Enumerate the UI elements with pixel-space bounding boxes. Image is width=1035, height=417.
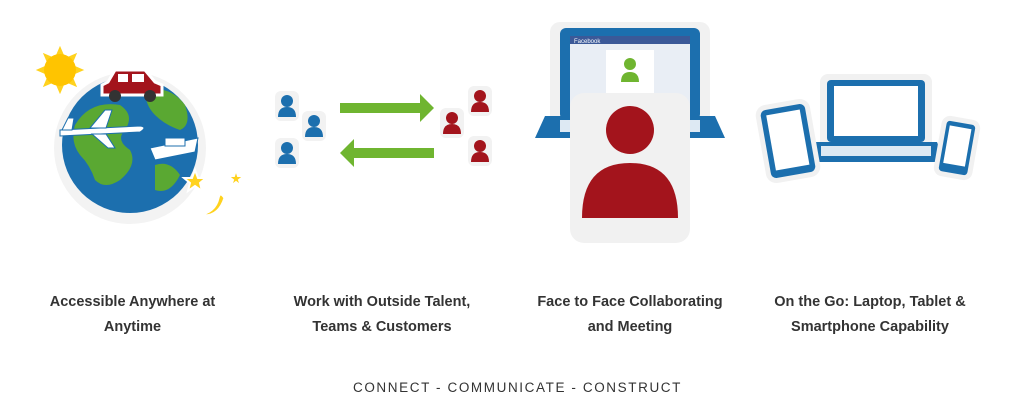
feature-face-to-face: Facebook Face to Face Collaborating and … — [520, 0, 740, 345]
sun-icon — [28, 38, 92, 102]
feature-on-the-go: On the Go: Laptop, Tablet & Smartphone C… — [755, 0, 985, 345]
feature-caption: Face to Face Collaborating and Meeting — [520, 290, 740, 340]
caption-line: Smartphone Capability — [791, 319, 949, 335]
arrow-left-icon — [340, 139, 434, 167]
car-icon — [100, 68, 164, 102]
caption-line: On the Go: Laptop, Tablet & — [774, 294, 966, 310]
caption-line: Face to Face Collaborating — [537, 294, 723, 310]
caption-line: Anytime — [103, 319, 162, 335]
caption-line: and Meeting — [587, 319, 673, 335]
smartphone-icon — [933, 115, 981, 181]
star-icon — [181, 166, 247, 194]
feature-caption: Work with Outside Talent, Teams & Custom… — [262, 290, 502, 340]
screen-brand-text: Facebook — [574, 39, 601, 45]
feature-outside-talent: Work with Outside Talent, Teams & Custom… — [262, 0, 502, 345]
devices-icon — [755, 74, 981, 184]
video-conference-icon: Facebook — [535, 22, 725, 243]
red-team-icon — [440, 86, 492, 166]
moon-icon — [197, 192, 227, 218]
caption-line: Accessible Anywhere at — [49, 294, 216, 310]
airplane-icon — [59, 109, 145, 149]
person-icon — [570, 93, 690, 243]
blue-team-icon — [275, 91, 326, 168]
arrow-right-icon — [340, 94, 434, 122]
tagline: CONNECT - COMMUNICATE - CONSTRUCT — [352, 380, 683, 395]
feature-caption: Accessible Anywhere at Anytime — [20, 290, 245, 340]
people-exchange-icon — [275, 86, 492, 168]
feature-caption: On the Go: Laptop, Tablet & Smartphone C… — [755, 290, 985, 340]
tablet-icon — [755, 98, 821, 184]
feature-accessible-anywhere: Accessible Anywhere at Anytime — [20, 0, 247, 345]
ship-icon — [149, 137, 199, 161]
caption-line: Teams & Customers — [312, 319, 452, 335]
laptop-icon — [807, 74, 945, 162]
caption-line: Work with Outside Talent, — [293, 294, 471, 310]
globe-icon — [28, 38, 247, 224]
